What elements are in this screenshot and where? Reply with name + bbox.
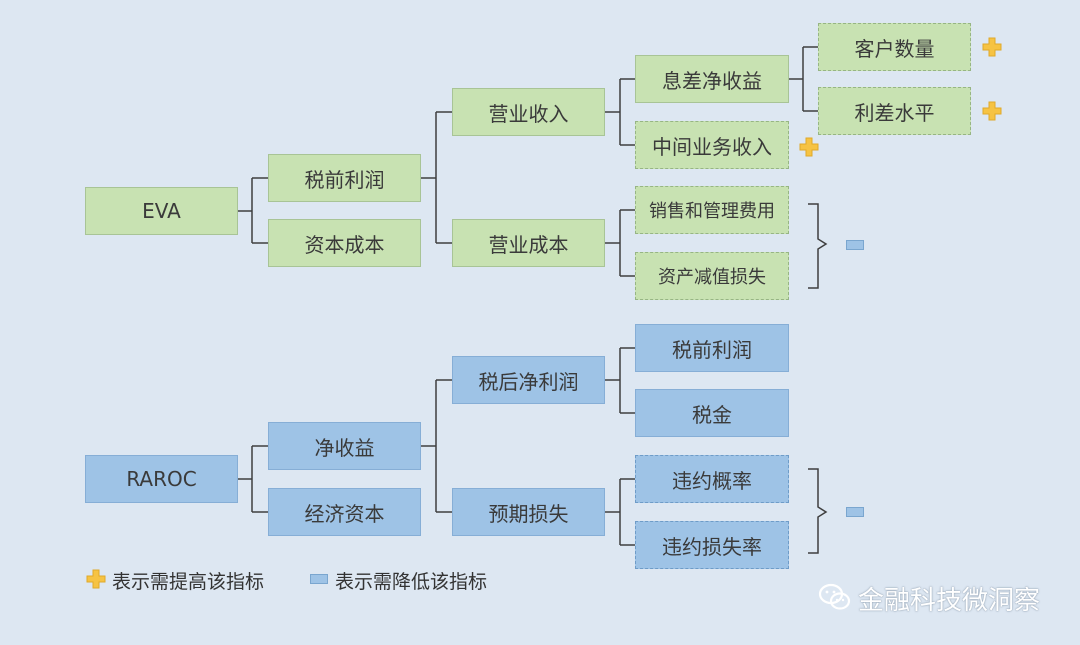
node-label: 客户数量 <box>854 36 935 61</box>
raroc-tax-node: 税金 <box>635 389 789 437</box>
plus-icon <box>799 137 819 157</box>
node-label: 营业成本 <box>488 232 569 257</box>
eva-impairment-loss-node: 资产减值损失 <box>635 252 789 300</box>
eva-capital-cost-node: 资本成本 <box>268 219 421 267</box>
eva-root-node: EVA <box>85 187 238 235</box>
node-label: 资本成本 <box>304 232 385 257</box>
node-label: 税前利润 <box>304 167 385 192</box>
node-label: 销售和管理费用 <box>649 201 775 222</box>
legend-minus-icon <box>310 574 328 584</box>
legend-plus-icon <box>86 569 106 589</box>
eva-pretax-profit-node: 税前利润 <box>268 154 421 202</box>
node-label: 经济资本 <box>304 501 385 526</box>
node-label: 息差净收益 <box>662 68 762 93</box>
raroc-root-label: RAROC <box>126 467 197 491</box>
node-label: 预期损失 <box>488 501 569 526</box>
raroc-after-tax-profit-node: 税后净利润 <box>452 356 605 404</box>
raroc-lgd-node: 违约损失率 <box>635 521 789 569</box>
raroc-expected-loss-node: 预期损失 <box>452 488 605 536</box>
eva-sga-expense-node: 销售和管理费用 <box>635 186 789 234</box>
minus-icon <box>846 240 864 250</box>
raroc-pd-node: 违约概率 <box>635 455 789 503</box>
node-label: 违约概率 <box>672 468 752 493</box>
eva-customer-count-node: 客户数量 <box>818 23 971 71</box>
eva-intermediary-income-node: 中间业务收入 <box>635 121 789 169</box>
legend-decrease-text: 表示需降低该指标 <box>335 571 488 593</box>
node-label: 违约损失率 <box>662 534 762 559</box>
node-label: 税前利润 <box>672 337 752 362</box>
raroc-net-income-node: 净收益 <box>268 422 421 470</box>
watermark-text: 金融科技微洞察 <box>858 586 1041 616</box>
node-label: 税后净利润 <box>478 369 579 394</box>
minus-icon <box>846 507 864 517</box>
node-label: 利差水平 <box>854 100 935 125</box>
node-label: 中间业务收入 <box>652 134 772 159</box>
node-label: 税金 <box>692 402 732 427</box>
legend-increase-text: 表示需提高该指标 <box>112 571 265 593</box>
eva-net-interest-income-node: 息差净收益 <box>635 55 789 103</box>
eva-operating-cost-node: 营业成本 <box>452 219 605 267</box>
plus-icon <box>982 37 1002 57</box>
eva-root-label: EVA <box>142 199 181 223</box>
eva-operating-income-node: 营业收入 <box>452 88 605 136</box>
node-label: 营业收入 <box>488 101 569 126</box>
raroc-economic-capital-node: 经济资本 <box>268 488 421 536</box>
plus-icon <box>982 101 1002 121</box>
raroc-root-node: RAROC <box>85 455 238 503</box>
node-label: 资产减值损失 <box>658 267 766 288</box>
wechat-icon <box>818 583 851 610</box>
raroc-pretax-profit-node: 税前利润 <box>635 324 789 372</box>
eva-spread-level-node: 利差水平 <box>818 87 971 135</box>
node-label: 净收益 <box>314 435 375 460</box>
